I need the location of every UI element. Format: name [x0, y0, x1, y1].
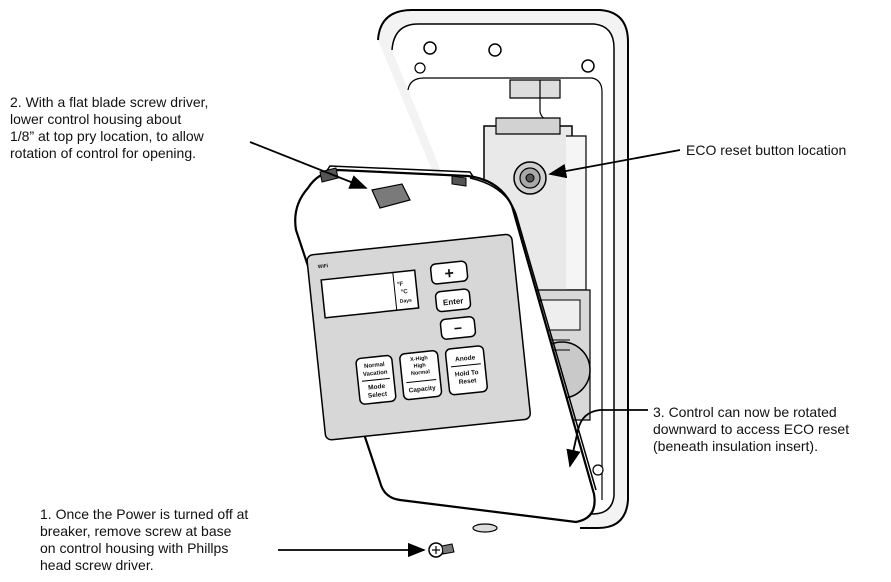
unit-f-label: °F: [397, 281, 404, 288]
bracket-screw-hole-tm: [488, 43, 502, 57]
callout-step3-rotate: 3. Control can now be rotated downward t…: [653, 404, 850, 454]
capacity-top-line2: High: [413, 362, 426, 369]
capacity-bottom-label: Capacity: [408, 385, 436, 395]
unit-days-label: Days: [400, 298, 413, 305]
capacity-top-line1: X-High: [410, 355, 429, 363]
svg-text:Enter: Enter: [443, 296, 464, 307]
bracket-screw-hole-tl: [423, 41, 437, 55]
arrow-step3: [566, 409, 648, 468]
phillips-screw-icon: [428, 542, 455, 558]
anode-bottom-line2: Reset: [458, 377, 477, 386]
arrow-step2: [249, 141, 368, 189]
bracket-screw-hole-tr: [581, 59, 595, 73]
unit-c-label: °C: [401, 289, 409, 296]
mode-bottom-line1: Mode: [368, 383, 386, 392]
svg-text:Hold ToReset: Hold ToReset: [455, 369, 480, 386]
mode-bottom-line2: Select: [368, 391, 389, 400]
callout-step2-pry: 2. With a flat blade screw driver, lower…: [10, 94, 209, 161]
callout-step1-screw: 1. Once the Power is turned off at break…: [40, 506, 249, 573]
mode-top-line1: Normal: [364, 362, 386, 370]
capacity-button[interactable]: X-HighHighNormal Capacity: [399, 350, 443, 401]
wifi-icon: WiFi: [318, 263, 330, 270]
svg-text:NormalVacation: NormalVacation: [362, 362, 388, 379]
svg-text:−: −: [453, 320, 463, 337]
anode-reset-button[interactable]: Anode Hold ToReset: [444, 345, 488, 396]
mode-top-line2: Vacation: [363, 370, 389, 379]
capacity-top-line3: Normal: [411, 369, 431, 377]
svg-text:X-HighHighNormal: X-HighHighNormal: [409, 355, 430, 377]
minus-button[interactable]: −: [439, 315, 477, 340]
anode-bottom-line1: Hold To: [455, 369, 479, 378]
mode-select-button[interactable]: NormalVacation ModeSelect: [355, 354, 397, 405]
svg-text:ModeSelect: ModeSelect: [367, 383, 388, 400]
svg-text:+: +: [444, 265, 455, 283]
front-panel: WiFi °F °C Days + Enter − NormalVacation…: [306, 233, 532, 441]
arrow-eco: [548, 149, 681, 179]
eco-reset-button[interactable]: [513, 161, 547, 195]
enter-button[interactable]: Enter: [434, 288, 472, 313]
plus-button[interactable]: +: [429, 260, 469, 285]
anode-top-label: Anode: [455, 354, 476, 363]
callout-eco-reset: ECO reset button location: [686, 142, 847, 158]
pry-location[interactable]: [371, 183, 411, 209]
